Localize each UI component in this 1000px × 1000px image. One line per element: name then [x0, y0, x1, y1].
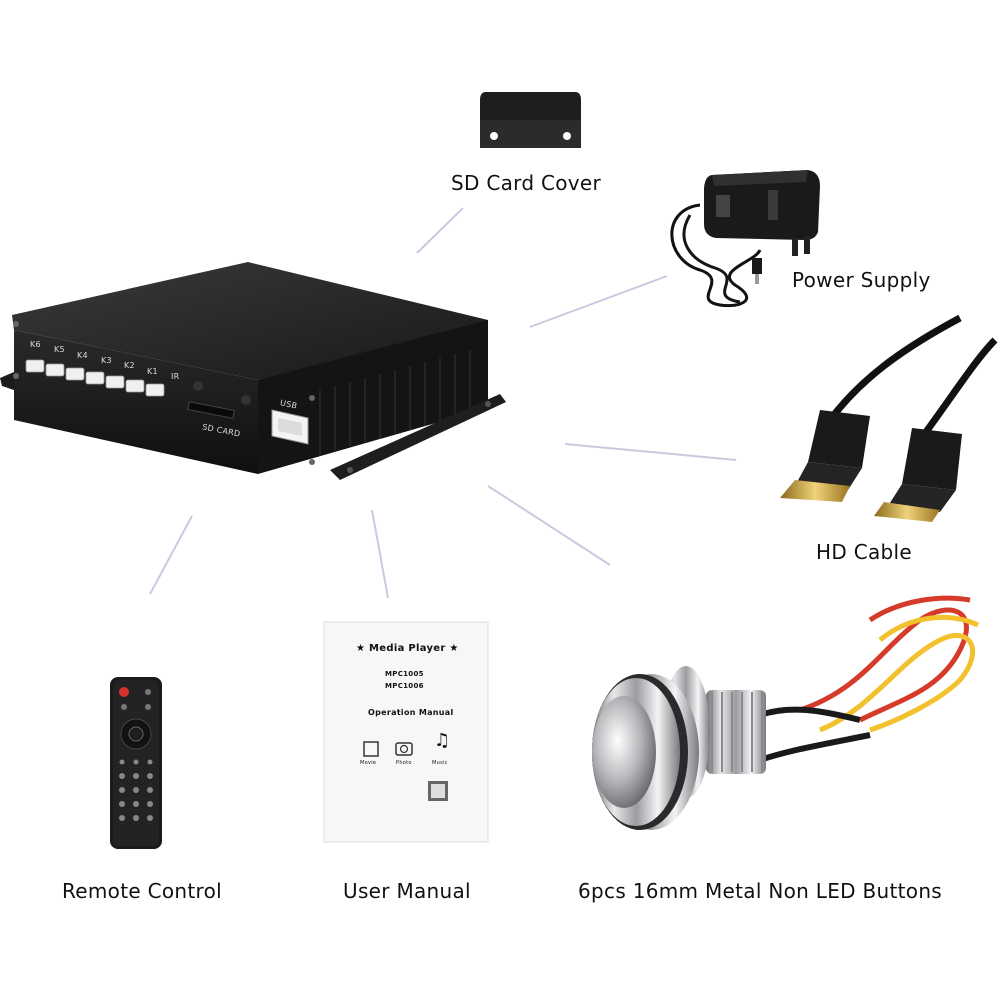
manual-model-1: MPC1005	[385, 670, 424, 678]
power-supply-image	[670, 170, 820, 308]
key-label-k5: K5	[54, 345, 65, 354]
user-manual-caption: User Manual	[343, 879, 471, 903]
manual-title: ★ Media Player ★	[356, 643, 459, 654]
key-label-ir: IR	[171, 372, 180, 381]
remote-control-image	[110, 677, 162, 849]
sd-card-cover-image	[480, 92, 581, 148]
key-label-k6: K6	[30, 340, 41, 349]
manual-icon-label-music: Music	[432, 760, 448, 766]
hd-cable-caption: HD Cable	[816, 540, 912, 564]
callout-lines	[149, 207, 737, 599]
metal-button-image	[592, 595, 980, 830]
manual-icon-label-photo: Photo	[396, 760, 412, 766]
music-note-icon: ♫	[434, 730, 451, 751]
key-label-k3: K3	[101, 356, 112, 365]
user-manual-image	[323, 621, 489, 843]
remote-control-caption: Remote Control	[62, 879, 223, 903]
metal-buttons-caption: 6pcs 16mm Metal Non LED Buttons	[578, 879, 943, 903]
hd-cable-image	[780, 314, 998, 522]
manual-model-2: MPC1006	[385, 682, 424, 690]
key-label-k4: K4	[77, 351, 88, 360]
sd-card-cover-caption: SD Card Cover	[451, 171, 602, 195]
power-supply-caption: Power Supply	[792, 268, 931, 292]
media-player-device-image	[0, 262, 506, 480]
key-label-k2: K2	[124, 361, 135, 370]
key-label-k1: K1	[147, 367, 158, 376]
manual-subtitle: Operation Manual	[368, 708, 454, 717]
manual-icon-label-movie: Movie	[360, 760, 377, 766]
